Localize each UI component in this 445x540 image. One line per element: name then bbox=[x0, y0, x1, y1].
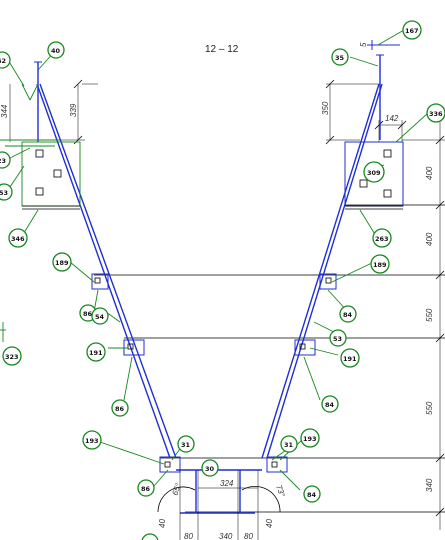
callout-54: 54 bbox=[91, 307, 109, 325]
svg-text:86: 86 bbox=[115, 405, 125, 413]
dim-550b: 550 bbox=[425, 401, 434, 415]
callout-53-right: 53 bbox=[329, 329, 347, 347]
svg-text:167: 167 bbox=[405, 27, 419, 35]
right-upper-dimensions bbox=[325, 79, 407, 145]
svg-text:30: 30 bbox=[205, 465, 215, 473]
dim-340-right: 340 bbox=[425, 478, 434, 492]
dim-80-right: 80 bbox=[244, 532, 253, 540]
svg-text:84: 84 bbox=[343, 311, 353, 319]
svg-text:23: 23 bbox=[0, 157, 6, 165]
callout-leaders bbox=[5, 29, 429, 491]
callout-346: 346 bbox=[8, 228, 28, 248]
svg-text:35: 35 bbox=[335, 54, 345, 62]
dim-40-right: 40 bbox=[265, 519, 274, 528]
dim-5: 5 bbox=[359, 42, 368, 47]
svg-text:62: 62 bbox=[0, 57, 6, 65]
callout-23: 23 bbox=[0, 151, 11, 169]
callout-62: 62 bbox=[0, 51, 11, 69]
callout-193-left: 193 bbox=[82, 430, 102, 450]
svg-text:84: 84 bbox=[325, 401, 335, 409]
svg-text:40: 40 bbox=[51, 47, 61, 55]
svg-text:323: 323 bbox=[5, 353, 19, 361]
svg-text:31: 31 bbox=[181, 441, 191, 449]
dim-550a: 550 bbox=[425, 308, 434, 322]
callout-40: 40 bbox=[47, 41, 65, 59]
callout-193-right: 193 bbox=[300, 428, 320, 448]
callout-309: 309 bbox=[363, 161, 385, 183]
svg-text:54: 54 bbox=[95, 313, 105, 321]
fixture-details bbox=[0, 83, 60, 342]
callout-191-left: 191 bbox=[86, 342, 106, 362]
dim-80-left: 80 bbox=[184, 532, 193, 540]
svg-text:336: 336 bbox=[429, 110, 443, 118]
left-dimensions bbox=[9, 79, 85, 145]
svg-text:84: 84 bbox=[307, 491, 317, 499]
callout-86-lower: 86 bbox=[137, 479, 155, 497]
level-lines bbox=[82, 83, 445, 513]
svg-text:193: 193 bbox=[85, 437, 99, 445]
dim-344: 344 bbox=[0, 104, 9, 118]
callout-2-bottom: 2 bbox=[141, 533, 159, 540]
dim-350: 350 bbox=[321, 101, 330, 115]
right-upper-plate bbox=[344, 141, 404, 210]
callout-189-left: 189 bbox=[52, 252, 72, 272]
callout-30: 30 bbox=[201, 459, 219, 477]
callout-bubbles: 40 62 23 53 346 167 35 336 309 263 189 1… bbox=[0, 20, 445, 540]
svg-text:193: 193 bbox=[303, 435, 317, 443]
dim-339: 339 bbox=[69, 103, 78, 117]
svg-text:53: 53 bbox=[0, 189, 8, 197]
section-title: 12 – 12 bbox=[205, 44, 239, 55]
base-arcs bbox=[157, 470, 281, 540]
callout-167: 167 bbox=[402, 20, 422, 40]
angle-left: 65° bbox=[170, 481, 183, 496]
brackets bbox=[91, 273, 337, 473]
angle-right: 73° bbox=[274, 484, 287, 499]
callout-31-left: 31 bbox=[177, 435, 195, 453]
svg-text:191: 191 bbox=[89, 349, 103, 357]
v-structure bbox=[34, 40, 400, 514]
left-upper-plate bbox=[21, 141, 81, 210]
callout-336: 336 bbox=[426, 103, 445, 123]
callout-53-left: 53 bbox=[0, 183, 13, 201]
svg-text:346: 346 bbox=[11, 235, 25, 243]
callout-86-middle: 86 bbox=[111, 399, 129, 417]
callout-191-right: 191 bbox=[340, 348, 360, 368]
callout-323: 323 bbox=[2, 346, 22, 366]
svg-text:191: 191 bbox=[343, 355, 357, 363]
callout-84-lower: 84 bbox=[303, 485, 321, 503]
callout-189-right: 189 bbox=[370, 254, 390, 274]
dim-40-left: 40 bbox=[158, 519, 167, 528]
svg-text:86: 86 bbox=[141, 485, 151, 493]
callout-35: 35 bbox=[331, 48, 349, 66]
svg-text:189: 189 bbox=[373, 261, 387, 269]
dim-400b: 400 bbox=[425, 232, 434, 246]
dim-324: 324 bbox=[220, 479, 234, 488]
svg-text:31: 31 bbox=[284, 441, 294, 449]
svg-text:309: 309 bbox=[367, 169, 381, 177]
svg-text:53: 53 bbox=[333, 335, 342, 343]
dim-400a: 400 bbox=[425, 166, 434, 180]
svg-text:86: 86 bbox=[83, 310, 93, 318]
dimension-labels: 344 339 350 142 5 400 400 550 550 340 32… bbox=[0, 42, 434, 540]
right-dimension-chain bbox=[435, 120, 445, 530]
callout-84-upper: 84 bbox=[339, 305, 357, 323]
dim-142: 142 bbox=[385, 114, 399, 123]
svg-text:263: 263 bbox=[375, 235, 389, 243]
dim-340-bottom: 340 bbox=[219, 532, 233, 540]
svg-text:189: 189 bbox=[55, 259, 69, 267]
callout-31-right: 31 bbox=[280, 435, 298, 453]
callout-84-middle: 84 bbox=[321, 395, 339, 413]
callout-263: 263 bbox=[372, 228, 392, 248]
